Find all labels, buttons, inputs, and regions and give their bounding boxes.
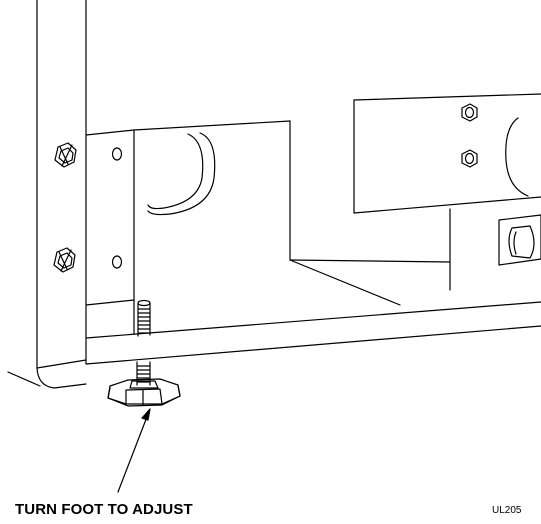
bottom-frame-rail: [85, 299, 541, 365]
figure-code-label: UL205: [492, 505, 522, 516]
hex-bolt-icon: [53, 247, 76, 273]
switch-knob-icon: [498, 214, 541, 266]
foot-adjust-caption: TURN FOOT TO ADJUST: [15, 501, 193, 518]
cable: [147, 132, 216, 216]
threaded-stud-icon: [137, 299, 151, 337]
inner-bracket: [85, 120, 291, 306]
adjustable-foot-icon: [107, 361, 181, 407]
control-box: [353, 93, 541, 291]
cabinet-side-panel: [36, 0, 87, 389]
hex-bolt-icon: [461, 103, 478, 122]
divider-panel: [289, 120, 451, 306]
floor-line: [7, 371, 41, 387]
callout-leader-arrow: [117, 408, 151, 493]
hex-bolt-icon: [461, 149, 478, 168]
hex-bolt-icon: [54, 142, 77, 168]
